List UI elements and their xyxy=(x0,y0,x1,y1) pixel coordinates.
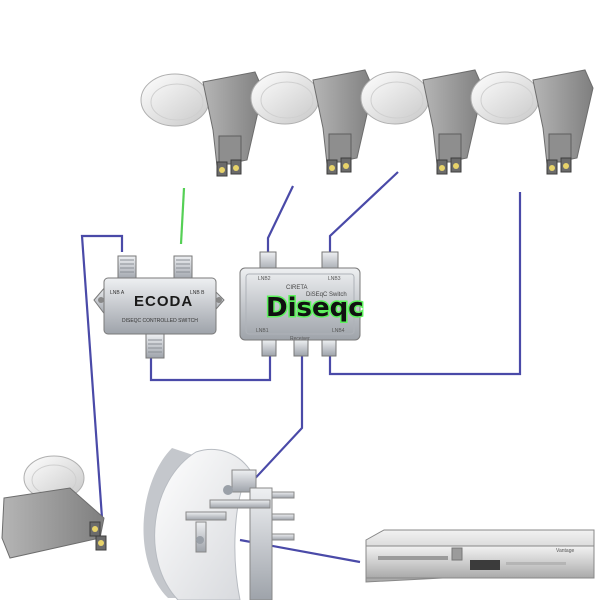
cable-bottom-lnb-to-splitter xyxy=(80,234,124,519)
splitter-brand: ECODA xyxy=(134,293,193,310)
diseqc-switch-icon: LNB2 LNB3 CIRETA DiSEqC Switch Diseqc LN… xyxy=(239,251,365,357)
splitter-port-right: LNB B xyxy=(190,290,205,296)
cable-splitter-to-switch xyxy=(149,350,272,382)
splitter-caption: DISEQC CONTROLLED SWITCH xyxy=(122,318,198,324)
port-label-lnb2: LNB2 xyxy=(258,276,271,282)
lnb-bottom xyxy=(1,455,107,559)
cables xyxy=(80,171,522,564)
switch-subtitle: DiSEqC Switch xyxy=(306,292,347,298)
lnb-2 xyxy=(250,69,374,175)
lnb-3 xyxy=(360,69,484,175)
receiver-icon: Vantage xyxy=(365,529,595,583)
cable-lnb4-to-switch xyxy=(328,192,522,376)
switch-title: Diseqc xyxy=(266,293,364,323)
port-label-lnb3: LNB3 xyxy=(328,276,341,282)
satellite-dish-icon xyxy=(143,448,295,600)
lnb-1 xyxy=(140,71,264,177)
port-label-receiver: Receiver xyxy=(290,336,310,342)
lnb-icon xyxy=(470,69,594,175)
splitter-icon: ECODA LNB A LNB B DISEQC CONTROLLED SWIT… xyxy=(93,255,225,359)
lnb-icon xyxy=(140,71,264,177)
lnb-icon xyxy=(250,69,374,175)
switch-brand: CIRETA xyxy=(286,285,308,291)
cable-lnb1-to-splitter xyxy=(179,187,186,245)
port-label-lnb1: LNB1 xyxy=(256,328,269,334)
port-label-lnb4: LNB4 xyxy=(332,328,345,334)
lnb-icon xyxy=(360,69,484,175)
splitter-port-left: LNB A xyxy=(110,290,125,296)
lnb-icon xyxy=(1,455,107,559)
receiver-brand: Vantage xyxy=(556,548,574,554)
lnb-4 xyxy=(470,69,594,175)
cable-lnb3-to-switch xyxy=(328,171,399,262)
cable-switch-to-dish xyxy=(247,352,304,487)
cable-lnb2-to-switch xyxy=(266,185,294,262)
